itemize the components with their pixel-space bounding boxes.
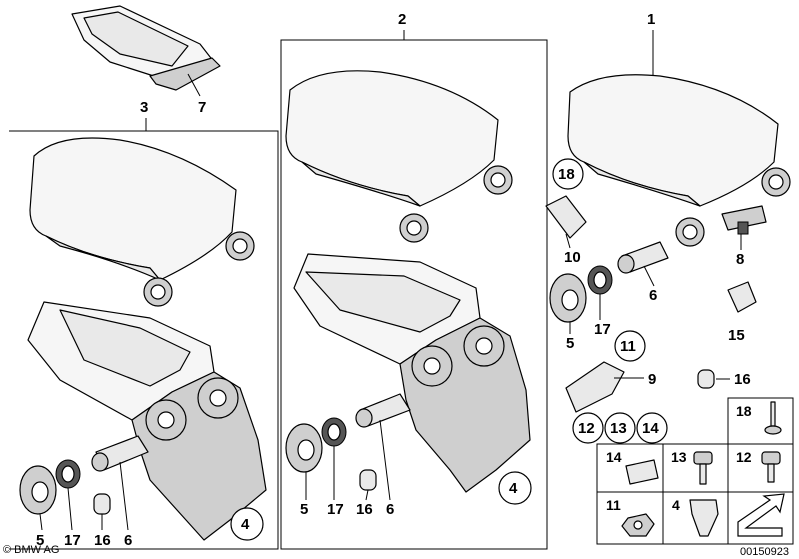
legend-label-14: 14 [606, 449, 622, 465]
callout-16-group-3: 16 [94, 532, 111, 549]
callout-4-group-3: 4 [241, 516, 250, 533]
clip-part-5-group-3[interactable] [19, 465, 57, 515]
callout-15: 15 [728, 327, 745, 344]
legend-label-4: 4 [672, 497, 680, 513]
callout-circle-11 [614, 330, 646, 362]
callout-14: 14 [642, 420, 659, 437]
callout-6-group-3: 6 [124, 532, 132, 549]
screw-part-12[interactable] [761, 451, 781, 483]
callout-circle-4-group-3 [230, 507, 264, 541]
ring-part-17-right[interactable] [587, 265, 613, 295]
bracket-part-9[interactable] [565, 361, 625, 413]
armrest-lid-group-2[interactable] [285, 70, 513, 243]
bolt-part-13[interactable] [693, 451, 713, 485]
cylinder-part-6-group-2[interactable] [355, 393, 411, 428]
callout-7: 7 [198, 99, 206, 116]
armrest-base-group-3[interactable] [27, 301, 267, 541]
clip-part-5-right[interactable] [549, 273, 587, 323]
callout-circle-12 [572, 412, 604, 444]
clip-part-14[interactable] [625, 459, 659, 485]
callout-4-group-2: 4 [509, 480, 518, 497]
ring-part-17-group-3[interactable] [55, 459, 81, 489]
ring-part-17-group-2[interactable] [321, 417, 347, 447]
callout-6-group-2: 6 [386, 501, 394, 518]
arrow-symbol-icon [737, 493, 785, 537]
callout-12: 12 [578, 420, 595, 437]
clip-part-8[interactable] [721, 205, 767, 235]
callout-3: 3 [140, 99, 148, 116]
cap-part-16-group-2[interactable] [359, 469, 377, 491]
callout-17-group-2: 17 [327, 501, 344, 518]
callout-6-right: 6 [649, 287, 657, 304]
callout-8: 8 [736, 251, 744, 268]
storage-tray-part-7[interactable] [71, 5, 221, 91]
callout-circle-4-group-2 [498, 471, 532, 505]
callout-circle-14 [636, 412, 668, 444]
armrest-base-group-2[interactable] [293, 253, 531, 493]
callout-11: 11 [620, 338, 636, 355]
callout-5-group-3: 5 [36, 532, 44, 549]
callout-16-group-2: 16 [356, 501, 373, 518]
callout-17-group-3: 17 [64, 532, 81, 549]
callout-5-group-2: 5 [300, 501, 308, 518]
legend-label-11: 11 [606, 497, 621, 513]
callout-17-right: 17 [594, 321, 611, 338]
group-2-frame [280, 39, 548, 550]
callout-5-right: 5 [566, 335, 574, 352]
callout-18: 18 [558, 166, 575, 183]
nut-part-16-right[interactable] [697, 369, 715, 389]
group-3-frame [9, 130, 279, 550]
diagram-id-label: 00150923 [740, 546, 789, 558]
clip-part-5-group-2[interactable] [285, 423, 323, 473]
callout-10: 10 [564, 249, 581, 266]
callout-2: 2 [398, 11, 406, 28]
copyright-label: © BMW AG [3, 544, 59, 556]
cover-part-15[interactable] [727, 281, 757, 313]
callout-13: 13 [610, 420, 627, 437]
legend-label-18: 18 [736, 403, 752, 419]
callout-circle-13 [604, 412, 636, 444]
legend-label-13: 13 [671, 449, 687, 465]
cylinder-part-6-right[interactable] [617, 241, 669, 274]
legend-label-12: 12 [736, 449, 752, 465]
nut-part-11[interactable] [621, 513, 655, 537]
cover-part-10[interactable] [545, 195, 587, 239]
screw-part-18[interactable] [764, 401, 782, 435]
callout-circle-18 [552, 158, 584, 190]
parts-legend-grid [596, 397, 794, 545]
callout-1: 1 [647, 11, 655, 28]
armrest-lid-group-3[interactable] [29, 137, 255, 307]
cap-part-16-group-3[interactable] [93, 493, 111, 515]
callout-9: 9 [648, 371, 656, 388]
cylinder-part-6-group-3[interactable] [91, 435, 149, 472]
clip-part-4[interactable] [689, 499, 719, 537]
callout-16-right: 16 [734, 371, 751, 388]
armrest-lid-part-1[interactable] [567, 74, 791, 247]
